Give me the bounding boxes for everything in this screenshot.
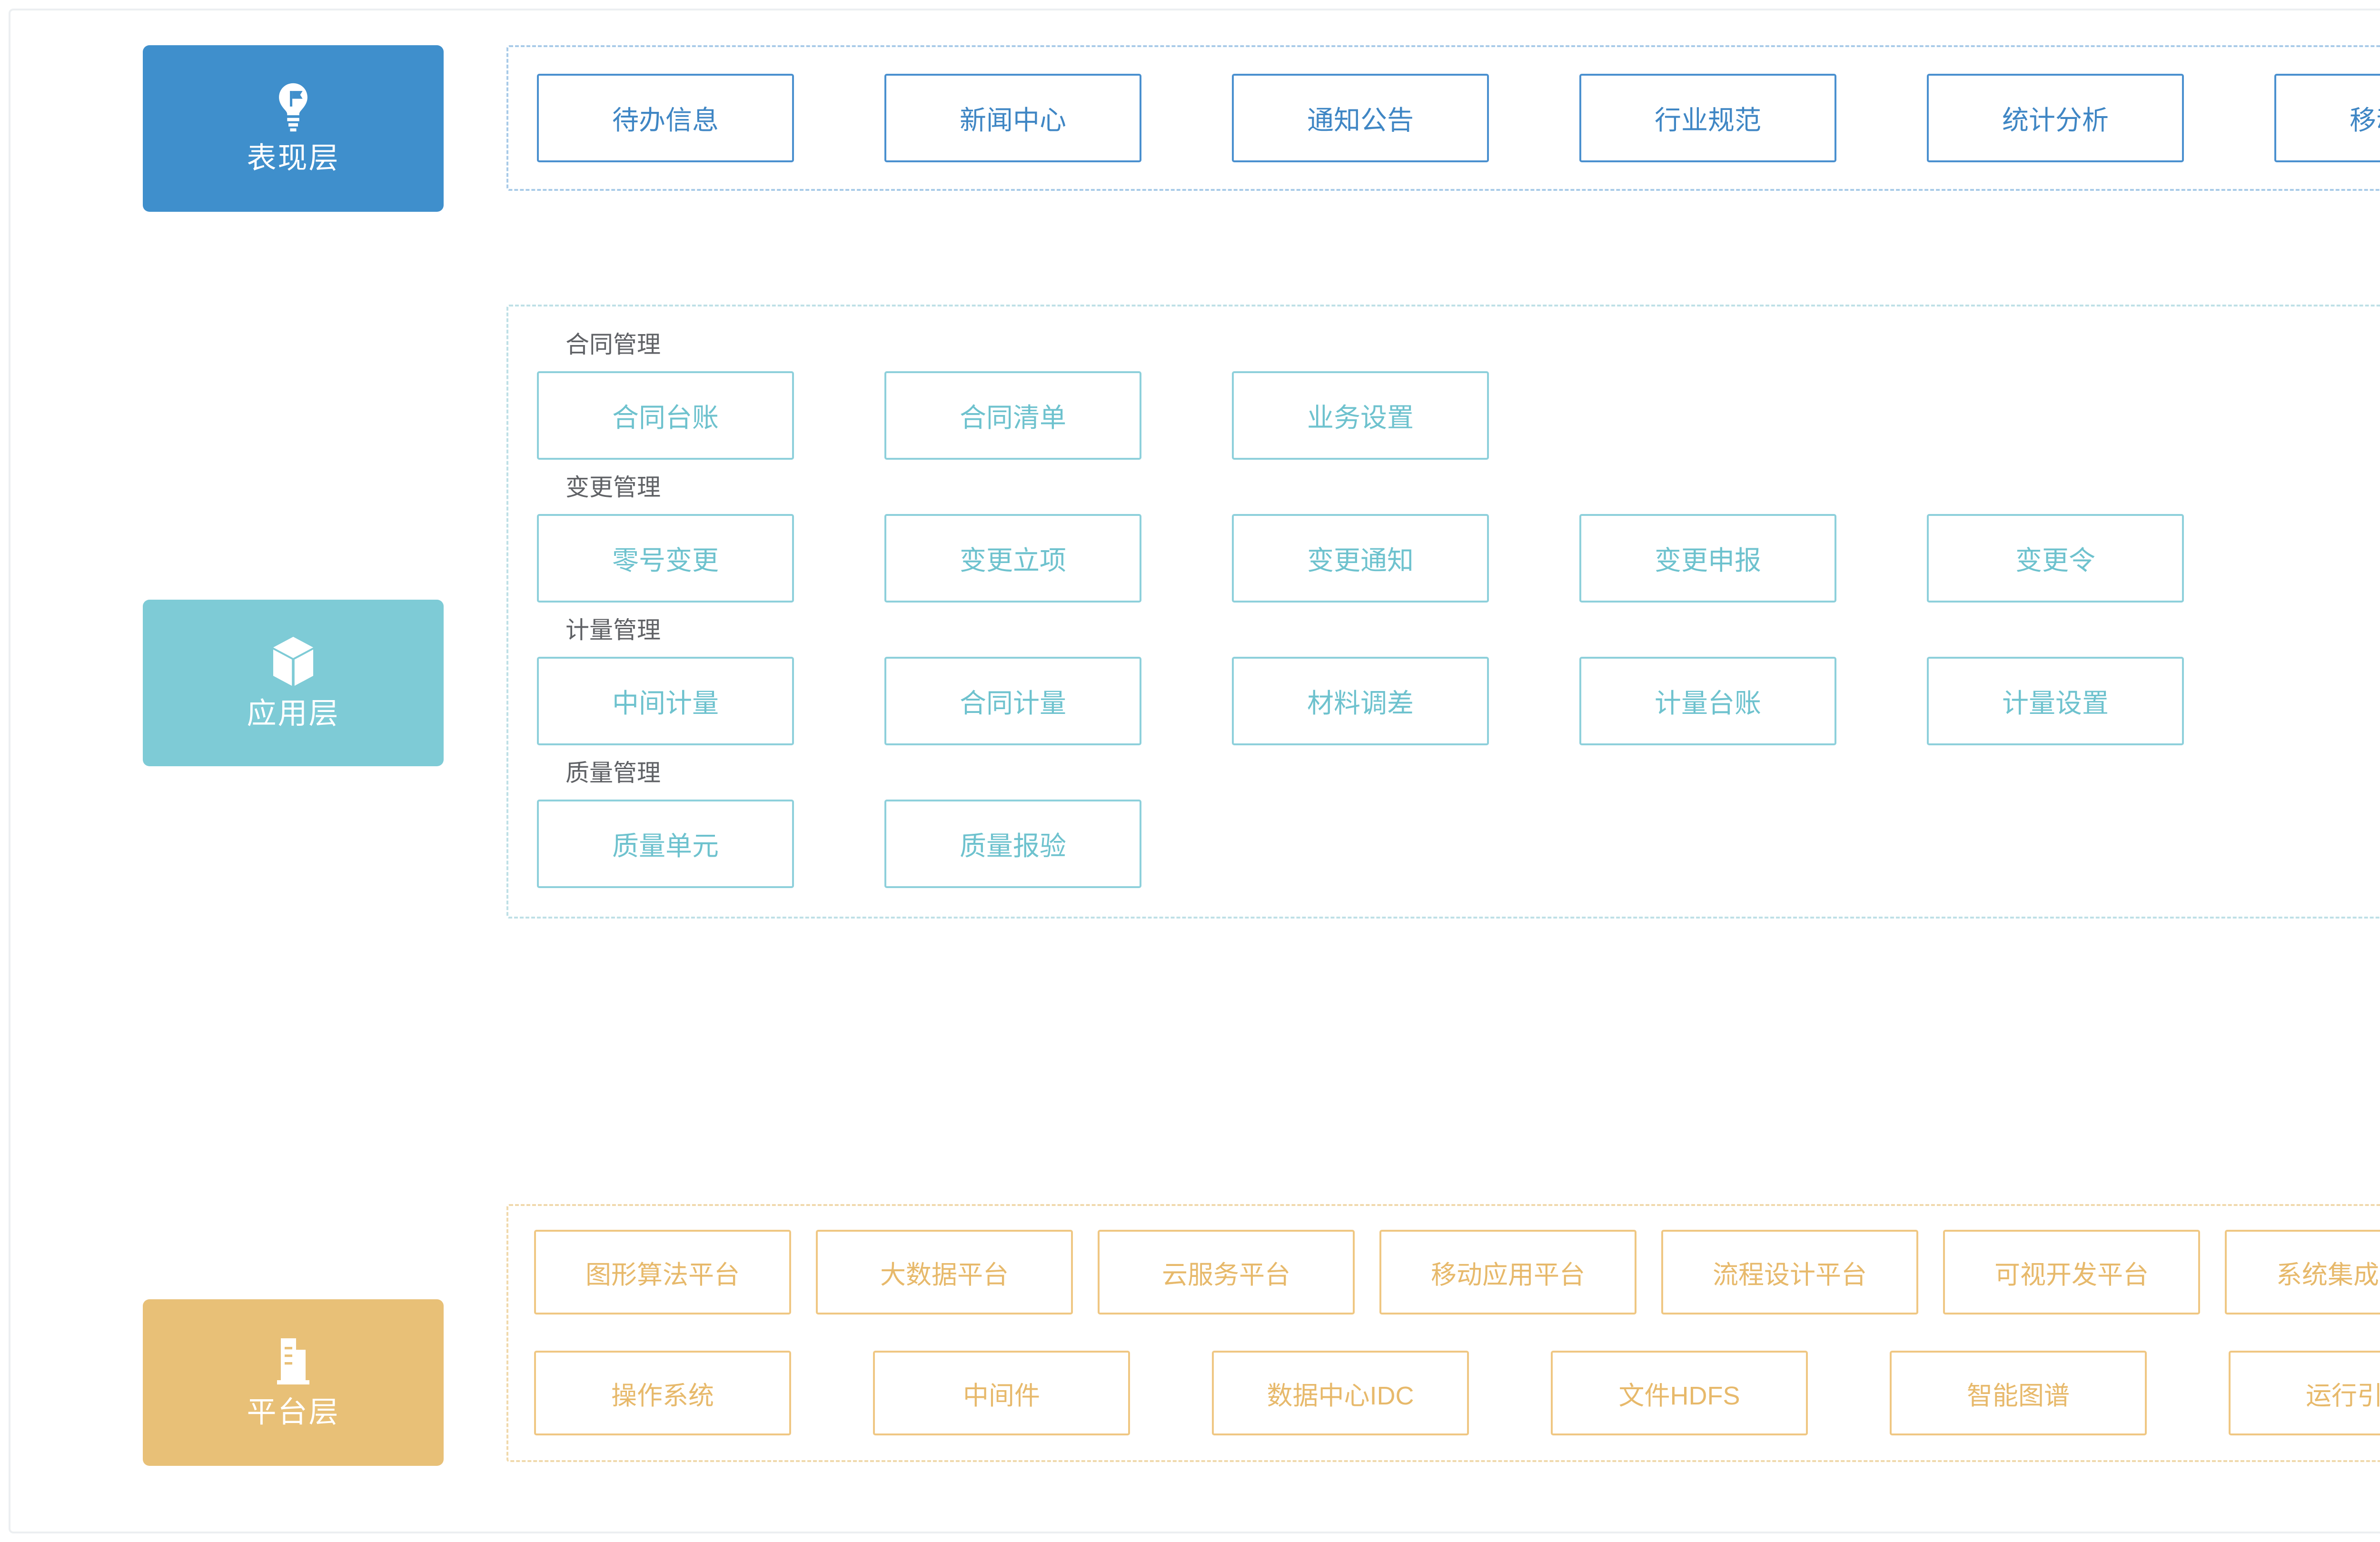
cube-3d-icon [271,636,315,687]
presentation-tile-industry-standards[interactable]: 行业规范 [1579,74,1836,162]
platform-tile-cloud-service-platform[interactable]: 云服务平台 [1098,1230,1355,1315]
presentation-layer-badge[interactable]: 表现层 [143,45,444,212]
platform-tile-process-design-platform[interactable]: 流程设计平台 [1661,1230,1918,1315]
platform-layer-badge[interactable]: 平台层 [143,1299,444,1466]
platform-tile-data-center-idc[interactable]: 数据中心IDC [1212,1351,1469,1435]
presentation-tile-mobile-application[interactable]: 移动应用 [2274,74,2380,162]
platform-tile-middleware[interactable]: 中间件 [873,1351,1130,1435]
platform-tile-runtime-engine[interactable]: 运行引擎 [2229,1351,2380,1435]
application-group-change: 变更管理 零号变更 变更立项 变更通知 变更申报 变更令 [537,473,2380,603]
presentation-tile-todo-info[interactable]: 待办信息 [537,74,794,162]
application-tile-quality-inspection[interactable]: 质量报验 [884,800,1141,888]
building-icon [273,1336,313,1386]
application-group-title-measurement: 计量管理 [565,617,661,643]
application-tile-change-project-setup[interactable]: 变更立项 [884,514,1141,603]
diagram-outer-frame [9,9,2380,1533]
platform-tile-file-hdfs[interactable]: 文件HDFS [1551,1351,1808,1435]
platform-tile-row-lower: 操作系统 中间件 数据中心IDC 文件HDFS 智能图谱 运行引擎 信息安全 [534,1351,2380,1435]
platform-tile-intelligent-knowledge-graph[interactable]: 智能图谱 [1890,1351,2147,1435]
platform-tile-mobile-application-platform[interactable]: 移动应用平台 [1379,1230,1636,1315]
application-tile-change-order[interactable]: 变更令 [1927,514,2184,603]
application-tile-quality-unit[interactable]: 质量单元 [537,800,794,888]
platform-tile-operating-system[interactable]: 操作系统 [534,1351,791,1435]
application-tile-zero-number-change[interactable]: 零号变更 [537,514,794,603]
application-tile-row-contract: 合同台账 合同清单 业务设置 [537,371,2380,460]
platform-layer-label: 平台层 [247,1395,340,1429]
application-layer-row: 应用层 合同管理 合同台账 合同清单 业务设置 变更管理 零号变更 变更立项 变… [143,305,2380,919]
application-layer-label: 应用层 [247,697,340,730]
platform-layer-row: 平台层 图形算法平台 大数据平台 云服务平台 移动应用平台 流程设计平台 可视开… [143,1204,2380,1466]
presentation-layer-row: 表现层 待办信息 新闻中心 通知公告 行业规范 统计分析 移动应用 [143,45,2380,212]
platform-tile-row-upper: 图形算法平台 大数据平台 云服务平台 移动应用平台 流程设计平台 可视开发平台 … [534,1230,2380,1315]
application-group-contract: 合同管理 合同台账 合同清单 业务设置 [537,330,2380,460]
application-tile-change-notice[interactable]: 变更通知 [1232,514,1489,603]
application-tile-interim-measurement[interactable]: 中间计量 [537,657,794,745]
application-tile-row-measurement: 中间计量 合同计量 材料调差 计量台账 计量设置 [537,657,2380,745]
presentation-layer-panel: 待办信息 新闻中心 通知公告 行业规范 统计分析 移动应用 [506,45,2380,191]
application-tile-business-settings[interactable]: 业务设置 [1232,371,1489,460]
platform-layer-panel: 图形算法平台 大数据平台 云服务平台 移动应用平台 流程设计平台 可视开发平台 … [506,1204,2380,1462]
application-tile-measurement-settings[interactable]: 计量设置 [1927,657,2184,745]
application-group-title-change: 变更管理 [565,474,661,501]
application-group-quality: 质量管理 质量单元 质量报验 [537,759,2380,888]
application-tile-row-quality: 质量单元 质量报验 [537,800,2380,888]
application-layer-badge[interactable]: 应用层 [143,600,444,766]
application-tile-row-change: 零号变更 变更立项 变更通知 变更申报 变更令 [537,514,2380,603]
application-tile-measurement-ledger[interactable]: 计量台账 [1579,657,1836,745]
presentation-layer-label: 表现层 [247,141,340,175]
application-tile-contract-measurement[interactable]: 合同计量 [884,657,1141,745]
application-group-title-quality: 质量管理 [565,760,661,786]
application-tile-contract-ledger[interactable]: 合同台账 [537,371,794,460]
application-tile-material-price-adjustment[interactable]: 材料调差 [1232,657,1489,745]
presentation-tile-row: 待办信息 新闻中心 通知公告 行业规范 统计分析 移动应用 [537,74,2380,162]
platform-tile-system-integration-platform[interactable]: 系统集成平台 [2225,1230,2380,1315]
presentation-tile-statistical-analysis[interactable]: 统计分析 [1927,74,2184,162]
platform-tile-visual-development-platform[interactable]: 可视开发平台 [1943,1230,2200,1315]
lightbulb-flag-icon [273,82,314,132]
presentation-tile-notice-announcement[interactable]: 通知公告 [1232,74,1489,162]
application-group-measurement: 计量管理 中间计量 合同计量 材料调差 计量台账 计量设置 [537,616,2380,745]
application-tile-contract-list[interactable]: 合同清单 [884,371,1141,460]
presentation-tile-news-center[interactable]: 新闻中心 [884,74,1141,162]
application-tile-change-declaration[interactable]: 变更申报 [1579,514,1836,603]
application-layer-panel: 合同管理 合同台账 合同清单 业务设置 变更管理 零号变更 变更立项 变更通知 … [506,305,2380,919]
application-group-title-contract: 合同管理 [565,331,661,358]
platform-tile-big-data-platform[interactable]: 大数据平台 [816,1230,1073,1315]
platform-tile-graphics-algorithm-platform[interactable]: 图形算法平台 [534,1230,791,1315]
